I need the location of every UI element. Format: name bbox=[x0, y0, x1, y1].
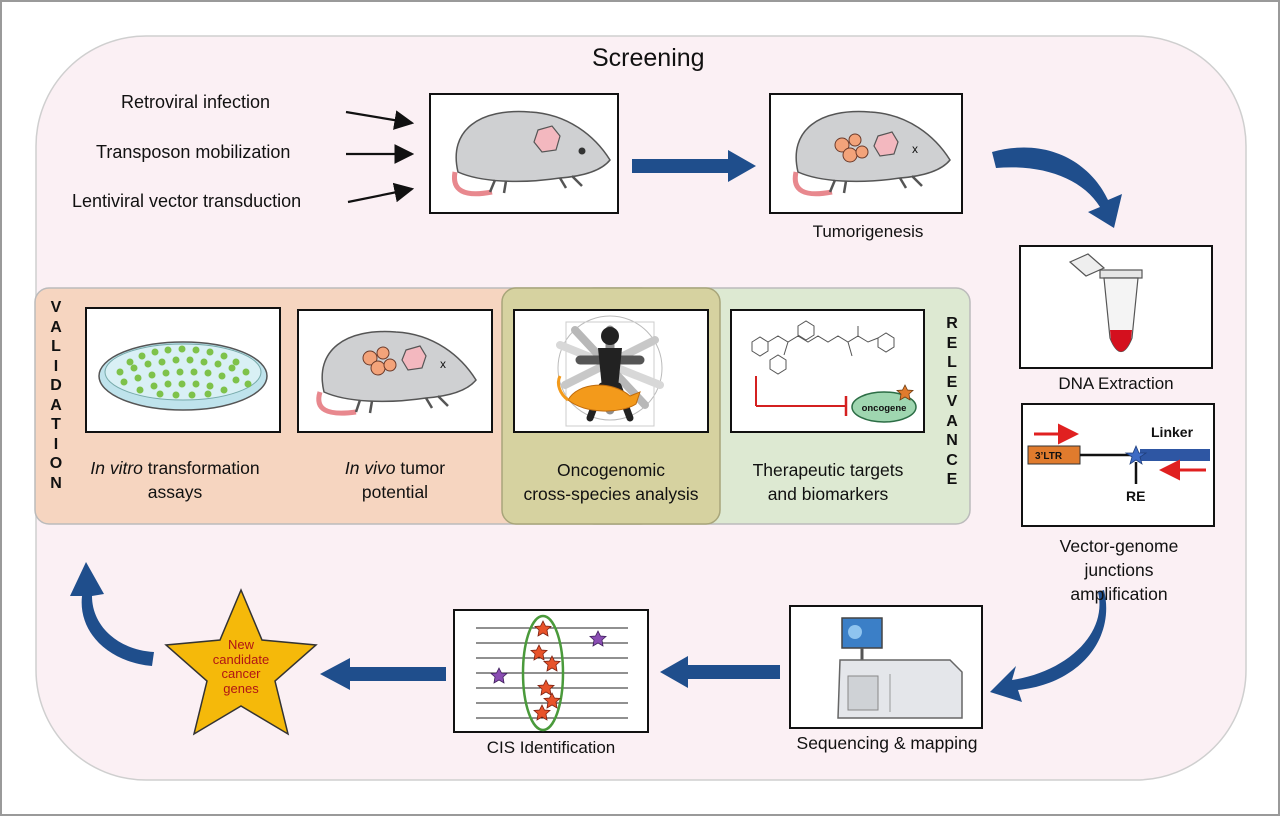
page-title: Screening bbox=[592, 44, 705, 72]
in-vivo-tumor-mark: x bbox=[440, 357, 446, 371]
junction-schematic bbox=[1027, 423, 1210, 484]
therapeutic-line1: Therapeutic targets bbox=[752, 460, 904, 480]
in-vivo-line2: potential bbox=[361, 482, 429, 502]
petri-dish-icon bbox=[98, 341, 268, 411]
therapeutic-label: Therapeutic targets and biomarkers bbox=[724, 458, 932, 506]
curved-arrow-to-dna bbox=[992, 147, 1122, 228]
oncogene-star bbox=[896, 384, 914, 401]
curved-arrow-to-sequencing bbox=[990, 590, 1107, 702]
oncogenomic-line1: Oncogenomic bbox=[557, 460, 665, 480]
tube-icon bbox=[1068, 253, 1143, 353]
in-vivo-mouse-icon bbox=[316, 330, 477, 416]
in-vivo-label: In vivo tumor potential bbox=[300, 456, 490, 504]
cis-plot bbox=[476, 614, 628, 732]
in-vivo-rest: tumor bbox=[395, 458, 446, 478]
in-vivo-italic: In vivo bbox=[344, 458, 396, 478]
input-label-1: Retroviral infection bbox=[121, 92, 271, 112]
mouse-icon bbox=[451, 110, 611, 197]
re-label: RE bbox=[1126, 488, 1146, 504]
in-vitro-label: In vitro transformation assays bbox=[70, 456, 280, 504]
cis-box bbox=[453, 609, 649, 733]
in-vitro-italic: In vitro bbox=[90, 458, 143, 478]
cross-species-icon bbox=[556, 315, 664, 427]
oncogene-label: oncogene bbox=[862, 403, 907, 414]
junctions-label: Vector-genome junctions amplification bbox=[1059, 536, 1179, 604]
tumorigenesis-label: Tumorigenesis bbox=[812, 222, 924, 241]
linker-label: Linker bbox=[1151, 424, 1194, 440]
input-label-3: Lentiviral vector transduction bbox=[72, 191, 302, 211]
validation-label: V A L I D A T I O N bbox=[49, 299, 63, 492]
input-arrow-3 bbox=[347, 182, 415, 204]
molecule-icon bbox=[751, 320, 895, 375]
in-vitro-rest: transformation bbox=[142, 458, 260, 478]
dna-extraction-label: DNA Extraction bbox=[1058, 374, 1174, 393]
input-label-2: Transposon mobilization bbox=[96, 142, 291, 162]
oncogenomic-label: Oncogenomic cross-species analysis bbox=[508, 458, 714, 506]
input-arrow-1 bbox=[345, 110, 415, 130]
arrow-to-tumorigenesis bbox=[632, 150, 756, 182]
ltr-label: 3’LTR bbox=[1035, 451, 1063, 462]
therapeutic-line2: and biomarkers bbox=[767, 484, 889, 504]
cis-label: CIS Identification bbox=[486, 738, 616, 757]
sequencing-label: Sequencing & mapping bbox=[796, 733, 978, 753]
arrow-to-cis bbox=[660, 656, 780, 688]
junctions-box bbox=[1021, 403, 1215, 527]
arrow-to-new-genes bbox=[320, 658, 446, 690]
curved-arrow-to-validation bbox=[70, 562, 154, 666]
in-vitro-line2: assays bbox=[147, 482, 203, 502]
oncogenomic-line2: cross-species analysis bbox=[523, 484, 699, 504]
new-genes-label: New candidate cancer genes bbox=[212, 637, 270, 696]
new-genes-star bbox=[164, 588, 318, 736]
tumor-mark: x bbox=[912, 142, 918, 156]
tumor-mouse-icon bbox=[792, 110, 951, 197]
sequencer-icon bbox=[837, 617, 963, 719]
relevance-label: R E L E V A N C E bbox=[946, 315, 958, 488]
